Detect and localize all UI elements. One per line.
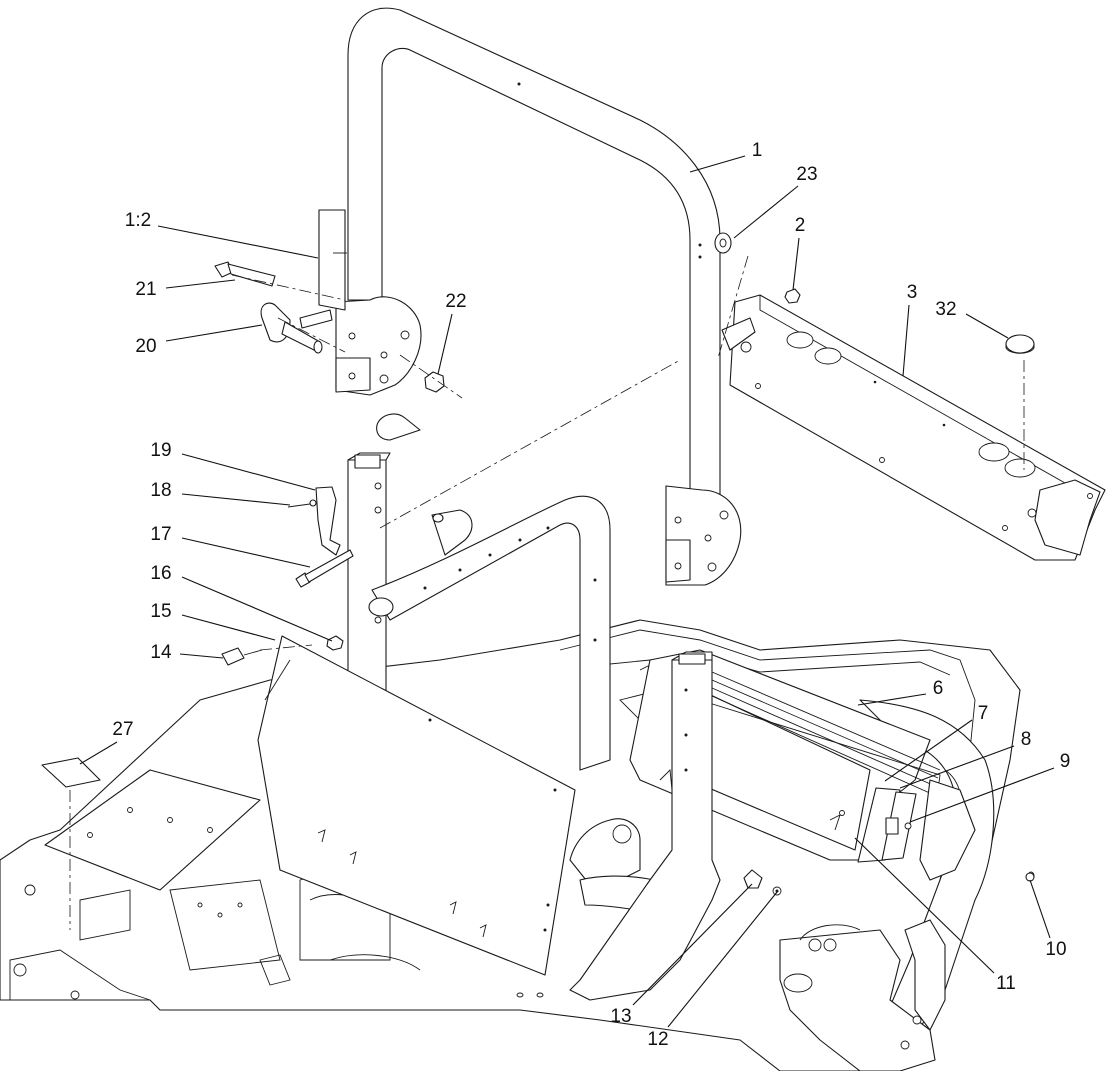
callout-label-22: 22 xyxy=(445,291,466,312)
callout-label-27: 27 xyxy=(112,719,133,740)
callout-label-11: 11 xyxy=(996,973,1016,994)
callout-leader-18 xyxy=(181,493,291,506)
front-shield-panel xyxy=(257,635,576,976)
callout-leader-7 xyxy=(884,719,973,782)
callout-leader-8 xyxy=(899,745,1015,789)
rops-upper-hoop xyxy=(318,7,742,586)
callout-label-6: 6 xyxy=(933,678,944,699)
callout-label-15: 15 xyxy=(150,601,171,622)
callout-label-9: 9 xyxy=(1060,751,1071,772)
callout-label-1-2: 1:2 xyxy=(125,210,151,231)
callout-label-12: 12 xyxy=(647,1029,668,1050)
callout-leader-16 xyxy=(181,576,333,642)
callout-leader-20 xyxy=(165,324,263,342)
callout-leader-23 xyxy=(733,185,799,239)
callout-leader-17 xyxy=(181,537,311,568)
callout-leader-15 xyxy=(181,614,276,641)
callout-label-13: 13 xyxy=(610,1006,631,1027)
callout-leader-27 xyxy=(79,741,118,765)
callout-label-10: 10 xyxy=(1045,939,1066,960)
callout-label-16: 16 xyxy=(150,563,171,584)
callout-label-21: 21 xyxy=(135,279,156,300)
callout-leader-2 xyxy=(792,237,800,291)
decal-27 xyxy=(41,757,101,930)
hardware xyxy=(214,232,1035,882)
callout-leader-14 xyxy=(179,653,224,659)
callout-leader-13 xyxy=(632,883,753,1006)
callout-leader-10 xyxy=(1029,879,1051,939)
callout-label-18: 18 xyxy=(150,480,171,501)
callout-label-32: 32 xyxy=(935,299,956,320)
callout-label-14: 14 xyxy=(150,642,172,663)
rops-lower-upright-right xyxy=(569,651,721,1001)
callout-label-17: 17 xyxy=(150,524,171,545)
callout-label-19: 19 xyxy=(150,440,171,461)
callout-label-23: 23 xyxy=(796,164,817,185)
callout-leader-11 xyxy=(854,837,995,974)
callout-leader-19 xyxy=(181,453,316,491)
callout-leader-3 xyxy=(902,304,910,377)
callout-label-20: 20 xyxy=(135,336,156,357)
callout-label-1: 1 xyxy=(752,140,763,161)
assembly-centerlines xyxy=(231,255,749,651)
callout-label-2: 2 xyxy=(795,215,806,236)
callout-label-8: 8 xyxy=(1021,729,1032,750)
callout-leader-1 xyxy=(689,155,746,173)
callout-label-3: 3 xyxy=(907,282,918,303)
callout-leader-22 xyxy=(437,313,453,375)
callout-leader-21 xyxy=(165,279,236,289)
callout-label-7: 7 xyxy=(978,703,989,724)
callout-leader-9 xyxy=(909,767,1055,823)
callout-leader-32 xyxy=(965,313,1009,339)
callout-leader-1-2 xyxy=(157,225,319,259)
rops-lower-upright-left xyxy=(347,452,611,771)
callout-leader-12 xyxy=(667,891,778,1028)
callout-leader-6 xyxy=(857,693,927,706)
cross-member xyxy=(721,294,1106,561)
